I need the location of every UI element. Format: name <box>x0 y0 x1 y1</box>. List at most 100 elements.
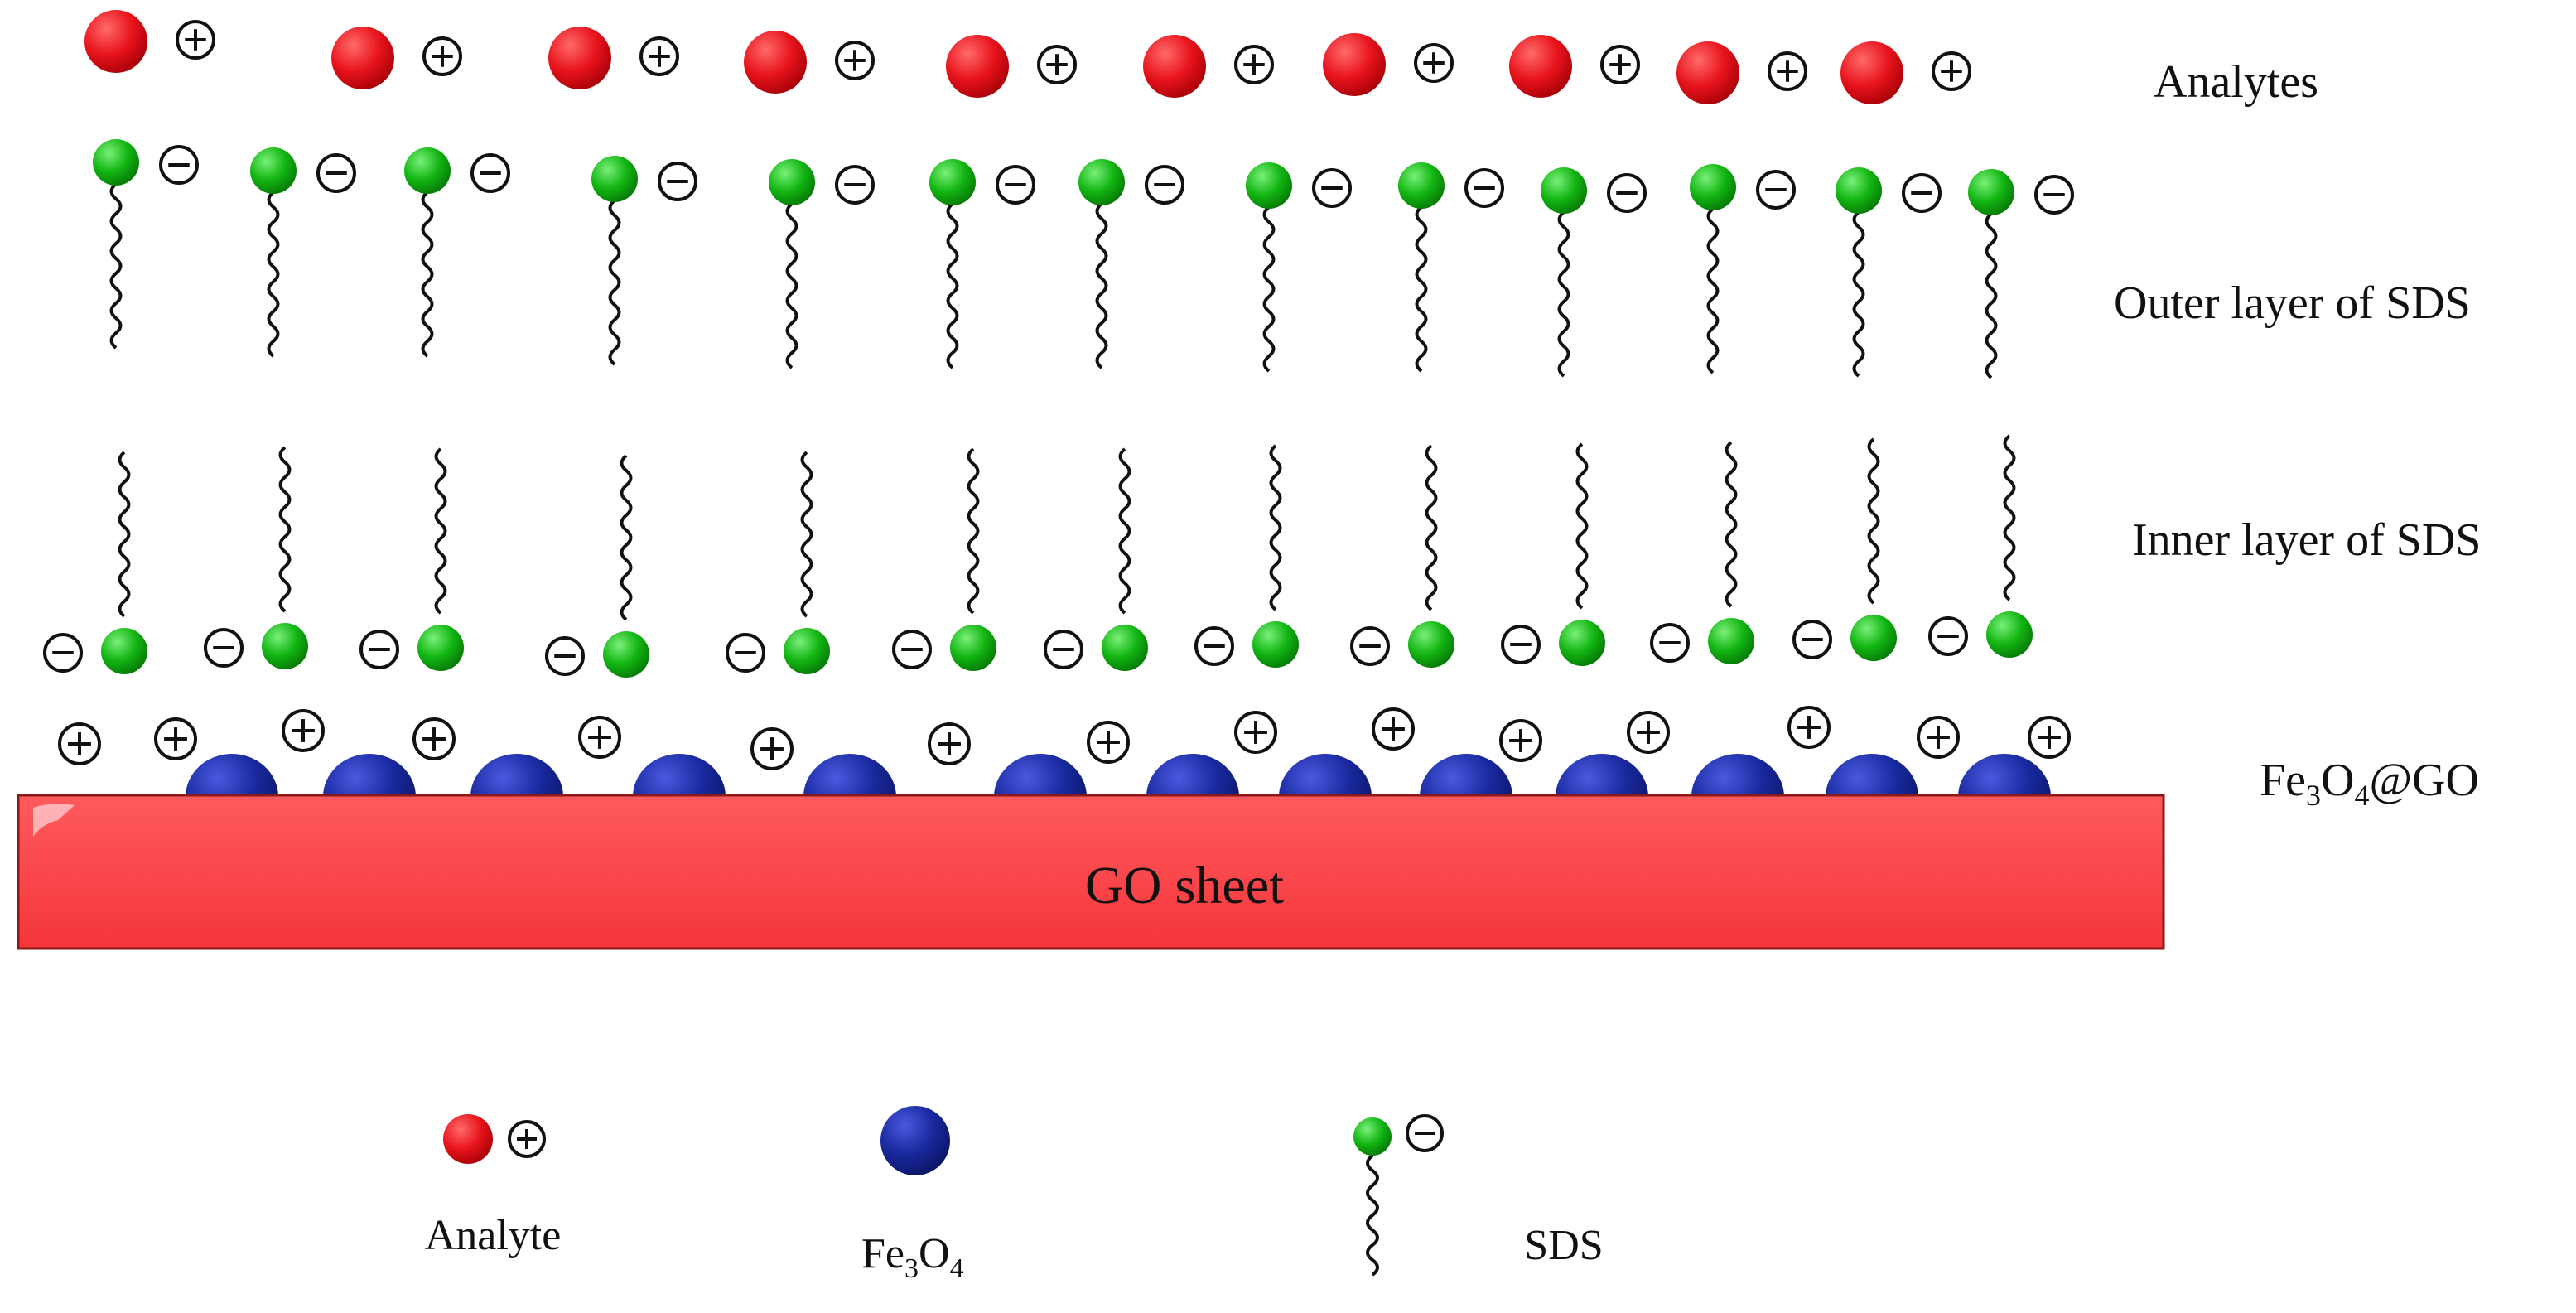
sds-head <box>1708 618 1754 664</box>
legend-analyte-sphere <box>443 1114 493 1164</box>
sds-head <box>1408 621 1454 668</box>
inner-sds-molecule <box>1928 434 2033 658</box>
minus-charge-icon <box>1928 616 1968 656</box>
analyte <box>1676 41 1807 104</box>
sds-head <box>101 628 147 674</box>
inner-sds-molecule <box>43 451 147 674</box>
go-sheet-label: GO sheet <box>1085 856 1284 915</box>
plus-charge-icon <box>1372 707 1415 751</box>
analytes-label: Analytes <box>2154 56 2318 108</box>
sds-tail <box>1425 444 1438 611</box>
sds-head <box>769 159 815 205</box>
analyte-sphere <box>744 31 807 94</box>
inner-sds-molecule <box>892 447 996 671</box>
analyte-sphere <box>331 27 394 89</box>
minus-charge-icon <box>1194 626 1234 666</box>
sds-head <box>603 631 649 678</box>
sds-tail <box>434 447 447 615</box>
legend-analyte: Analyte <box>425 1114 562 1259</box>
sds-head <box>250 147 297 194</box>
outer-sds-molecule <box>250 147 356 358</box>
minus-charge-icon <box>204 628 244 668</box>
surface-positive-charge <box>1234 711 1277 754</box>
plus-charge-icon <box>639 36 679 76</box>
legend-sds: SDS <box>1353 1114 1604 1277</box>
outer-sds-molecule <box>404 147 510 358</box>
minus-charge-icon <box>1145 165 1184 205</box>
minus-charge-icon <box>1350 626 1390 666</box>
sds-tail <box>1269 444 1282 611</box>
sds-tail <box>278 446 292 613</box>
minus-charge-icon <box>1501 625 1541 664</box>
analyte <box>946 35 1077 98</box>
legend-analyte-label: Analyte <box>425 1212 562 1259</box>
plus-charge-icon <box>1037 45 1077 84</box>
analyte <box>548 27 679 89</box>
analyte-layer <box>84 10 1971 104</box>
sds-head <box>591 156 638 202</box>
analyte-sphere <box>1323 33 1386 96</box>
analyte-sphere <box>548 27 611 89</box>
surface-positive-charge <box>2028 716 2071 759</box>
inner-sds-molecule <box>1501 442 1605 666</box>
plus-charge-icon <box>1234 45 1274 84</box>
analyte-sphere <box>946 35 1009 98</box>
sds-head <box>1398 162 1445 209</box>
minus-charge-icon <box>43 633 83 673</box>
plus-charge-icon <box>1627 711 1670 754</box>
inner-sds-molecule <box>1194 444 1299 668</box>
surface-positive-charge <box>1917 716 1960 759</box>
outer-sds-layer <box>93 139 2074 379</box>
analyte <box>1143 35 1274 98</box>
minus-charge-icon <box>1650 623 1690 663</box>
fe3o4-go-label: Fe3O4@GO <box>2260 755 2479 812</box>
sds-head <box>950 625 996 671</box>
sds-tail <box>1262 205 1276 373</box>
minus-charge-icon <box>726 633 765 673</box>
plus-charge-icon <box>1917 716 1960 759</box>
legend-sds-head <box>1353 1117 1392 1156</box>
surface-charge-layer <box>58 706 2071 770</box>
minus-charge-icon <box>1902 173 1942 213</box>
sds-tail <box>1575 442 1589 610</box>
analyte <box>1509 35 1640 98</box>
sds-head <box>1968 169 2014 215</box>
minus-charge-icon <box>545 636 585 676</box>
plus-charge-icon <box>1787 706 1831 749</box>
analyte-sphere <box>84 10 147 73</box>
minus-charge-icon <box>1464 168 1504 208</box>
sds-tail <box>267 191 280 358</box>
legend-sds-tail <box>1366 1154 1379 1277</box>
sds-head <box>1246 162 1292 209</box>
sds-tail <box>1415 205 1428 373</box>
outer-sds-molecule <box>1078 159 1184 369</box>
plus-charge-icon <box>578 716 621 759</box>
outer-sds-molecule <box>591 156 697 366</box>
plus-charge-icon <box>835 41 875 80</box>
sds-head <box>1078 159 1125 205</box>
inner-sds-molecule <box>1044 447 1148 671</box>
minus-charge-icon <box>1312 168 1352 208</box>
sds-tail <box>967 447 980 615</box>
surface-positive-charge <box>578 716 621 759</box>
inner-sds-molecule <box>1792 437 1897 661</box>
sds-tail <box>785 202 798 369</box>
inner-sds-molecule <box>1650 441 1754 664</box>
sds-tail <box>109 182 123 350</box>
outer-sds-molecule <box>1398 162 1504 373</box>
outer-sds-molecule <box>1690 164 1796 374</box>
inner-sds-layer <box>43 434 2033 678</box>
sds-tail <box>1118 447 1131 615</box>
sds-tail <box>1985 212 1998 379</box>
plus-charge-icon <box>1087 721 1130 764</box>
outer-sds-molecule <box>1541 167 1647 378</box>
legend-fe3o4: Fe3O4 <box>861 1106 964 1284</box>
sds-head <box>929 159 976 205</box>
sds-head <box>1690 164 1736 210</box>
plus-charge-icon <box>154 717 197 760</box>
surface-positive-charge <box>1087 721 1130 764</box>
plus-charge-icon <box>176 20 215 60</box>
minus-charge-icon <box>2034 175 2074 215</box>
surface-positive-charge <box>412 717 456 760</box>
sds-head <box>1836 167 1882 214</box>
